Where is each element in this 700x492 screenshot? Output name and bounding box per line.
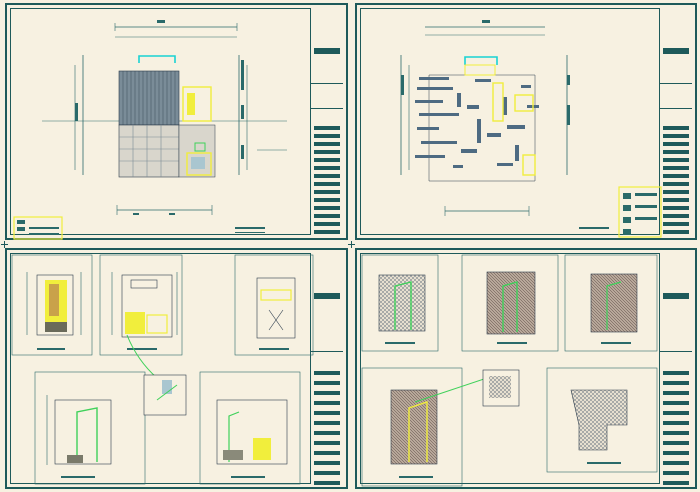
drawing-sheet-2 — [355, 3, 697, 240]
drawing-sheet-3 — [5, 248, 348, 489]
drawing-sheet-4 — [355, 248, 697, 489]
registration-mark — [348, 241, 355, 248]
registration-mark — [1, 241, 8, 248]
sheet-2-title-block — [659, 8, 692, 235]
floor-plan-drawing — [13, 20, 287, 240]
sheet-3-title-block — [310, 253, 343, 485]
sheet-1-title-block — [310, 8, 343, 235]
elevation-drawings-1 — [11, 254, 314, 485]
drawing-sheet-1 — [5, 3, 348, 240]
ceiling-plan-drawing — [400, 20, 662, 238]
elevation-drawings-2 — [361, 254, 658, 487]
sheet-4-title-block — [659, 253, 692, 485]
